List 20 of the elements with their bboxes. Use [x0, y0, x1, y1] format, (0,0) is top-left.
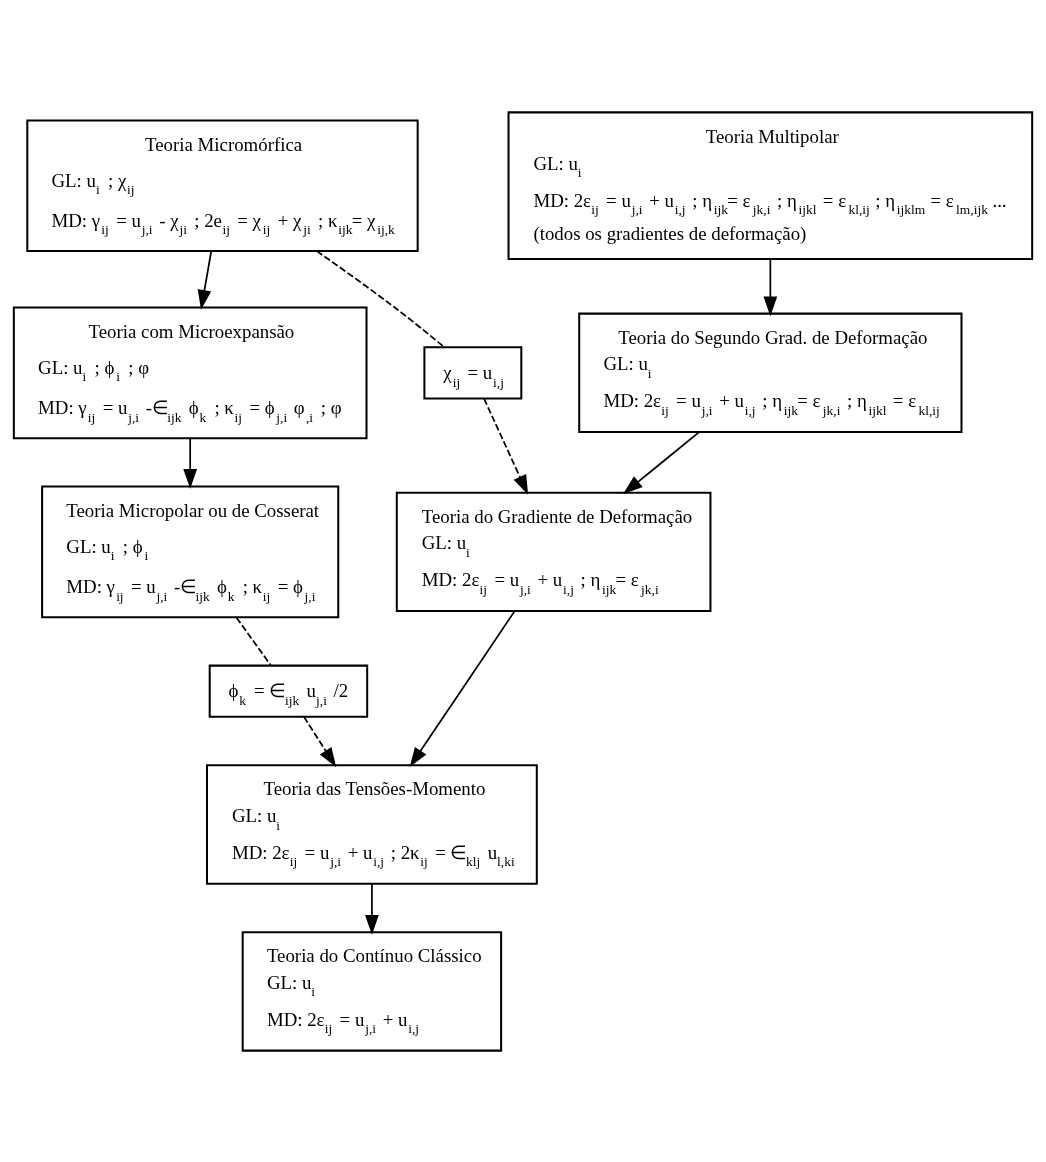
node-box: ϕ$_{k}$ = ∈$_{ijk}$ u$_{j,i}$ /2 [208, 664, 369, 718]
arrow [409, 609, 516, 767]
node-box: Teoria com Microexpansão GL: u$_{i}$ ; ϕ$_{i}$ ; φ MD: γ$_{ij}$ = u$_{j,i}$ -∈$_{ijk}$ ϕ$_{k}$ ; κ$_{ij}$ = ϕ$_{j,i}$ φ$_{,i}$ ; φ [12, 306, 368, 439]
node-box: Teoria do Contínuo Clássico GL: u$_{i}$ MD: 2ε$_{ij}$ = u$_{j,i}$ + u$_{i,j}$ [241, 930, 503, 1052]
arrow [483, 397, 529, 495]
arrow [303, 715, 337, 767]
node-box: Teoria Micropolar ou de Cosserat GL: u$_{i}$ ; ϕ$_{i}$ MD: γ$_{ij}$ = u$_{j,i}$ -∈$_{ijk}$ ϕ$_{k}$ ; κ$_{ij}$ = ϕ$_{j,i}$ [41, 485, 340, 618]
arrow [623, 431, 700, 494]
node-box: Teoria Multipolar GL: u$_{i}$ MD: 2ε$_{ij}$ = u$_{j,i}$ + u$_{i,j}$ ; η$_{ijk}$= ε$_{jk,i}$ ; η$_{ijkl}$ = ε$_{kl,ij}$ ; η$_{ijklm}$ = ε$_{lm,ijk}$ ... (todos os gradientes de deformação) [507, 110, 1034, 260]
node-box: Teoria Micromórfica GL: u$_{i}$ ; χ$_{ij}$ MD: γ$_{ij}$ = u$_{j,i}$ - χ$_{ji}$ ; 2e$_{ij}$ = χ$_{ij}$ + χ$_{ji}$ ; κ$_{ijk}$= χ$_{ij,k}$ [26, 118, 419, 252]
arrow [183, 437, 198, 489]
connector [316, 249, 445, 348]
node-box: Teoria do Gradiente de Deformação GL: u$_{i}$ MD: 2ε$_{ij}$ = u$_{j,i}$ + u$_{i,j}$ ; η$_{ijk}$= ε$_{jk,i}$ [395, 491, 712, 612]
node-box: Teoria das Tensões-Momento GL: u$_{i}$ MD: 2ε$_{ij}$ = u$_{j,i}$ + u$_{i,j}$ ; 2κ$_{ij}$ = ∈$_{klj}$ u$_{l,ki}$ [206, 763, 538, 885]
arrow [365, 882, 379, 935]
node-box: Teoria do Segundo Grad. de Deformação GL: u$_{i}$ MD: 2ε$_{ij}$ = u$_{j,i}$ + u$_{i,j}$ ; η$_{ijk}$= ε$_{jk,i}$ ; η$_{ijkl}$ = ε$_{kl,ij}$ [578, 312, 963, 433]
arrow [763, 258, 778, 316]
connector [235, 616, 272, 666]
node-box: χ$_{ij}$ = u$_{i,j}$ [423, 345, 523, 399]
arrow [197, 249, 213, 310]
